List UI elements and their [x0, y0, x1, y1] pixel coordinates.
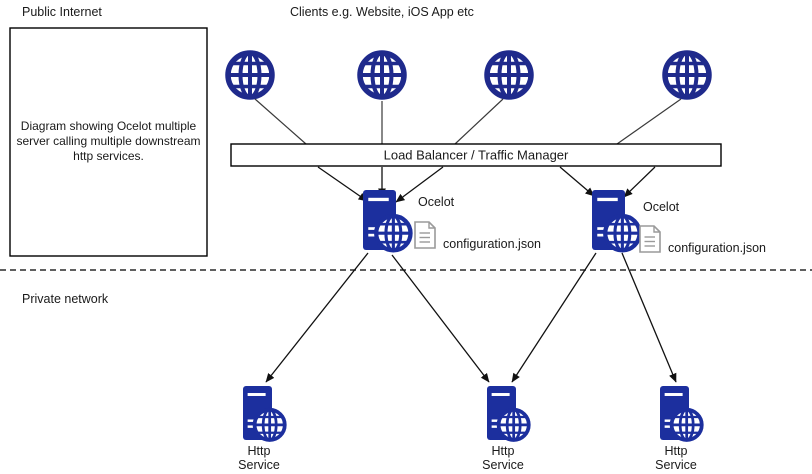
clients-layer: Clients e.g. Website, iOS App etc	[228, 5, 709, 97]
globe-icon	[665, 53, 709, 97]
server-globe-icon	[669, 407, 704, 442]
load-balancer-box[interactable]	[230, 143, 722, 167]
arrow-lb-ocelot1-right	[395, 166, 444, 203]
client-globe-3[interactable]	[487, 53, 531, 97]
configuration-file-label: configuration.json	[443, 237, 541, 251]
arrow-ocelot1-service1	[265, 252, 369, 383]
server-globe-icon	[496, 407, 531, 442]
http-service-label-line2: Service	[482, 458, 524, 472]
document-fold	[653, 226, 660, 233]
http-service-2[interactable]	[487, 386, 531, 442]
globe-icon	[360, 53, 404, 97]
globe-icon	[487, 53, 531, 97]
arrow-lb-ocelot2-left	[559, 166, 595, 197]
private-network-label: Private network	[22, 292, 109, 306]
document-fold	[428, 222, 435, 229]
clients-section-label: Clients e.g. Website, iOS App etc	[290, 5, 474, 19]
description-line: Diagram showing Ocelot multiple	[21, 119, 197, 133]
server-status-bar	[368, 197, 389, 202]
description-line: server calling multiple downstream	[16, 134, 200, 148]
http-service-label-line1: Http	[492, 444, 515, 458]
server-status-bar	[597, 197, 618, 202]
arrow-lb-ocelot1-left	[317, 166, 368, 202]
http-service-label-line2: Service	[238, 458, 280, 472]
server-status-bar	[664, 393, 683, 396]
link-client1-lb	[254, 98, 307, 145]
server-status-bar	[491, 393, 510, 396]
client-globe-2[interactable]	[360, 53, 404, 97]
http-service-label-line1: Http	[665, 444, 688, 458]
description-line: http services.	[73, 149, 144, 163]
connections-layer	[254, 98, 682, 383]
server-globe-icon	[376, 216, 410, 250]
configuration-file-ocelot-server-1[interactable]	[414, 221, 436, 249]
arrow-lb-ocelot2-right	[623, 166, 656, 198]
configuration-file-ocelot-server-2[interactable]	[639, 225, 661, 253]
document-icon	[639, 225, 661, 253]
configuration-file-label: configuration.json	[668, 241, 766, 255]
arrow-ocelot2-service3	[621, 252, 677, 383]
http-service-1[interactable]	[243, 386, 287, 442]
ocelot-server-1[interactable]	[363, 190, 411, 250]
http-service-label-line1: Http	[248, 444, 271, 458]
arrow-ocelot2-service1	[511, 252, 597, 383]
link-client3-lb	[454, 98, 504, 145]
arrow-ocelot1-service2	[391, 254, 490, 383]
document-icon	[414, 221, 436, 249]
load-balancer-node[interactable]: Load Balancer / Traffic Manager	[230, 143, 722, 167]
server-globe-icon	[252, 407, 287, 442]
ocelot-label: Ocelot	[643, 200, 680, 214]
server-status-bar	[247, 393, 266, 396]
ocelot-label: Ocelot	[418, 195, 455, 209]
load-balancer-label: Load Balancer / Traffic Manager	[384, 148, 569, 163]
http-service-label-line2: Service	[655, 458, 697, 472]
public-internet-label: Public Internet	[22, 5, 102, 19]
client-globe-1[interactable]	[228, 53, 272, 97]
link-client4-lb	[616, 98, 682, 145]
client-globe-4[interactable]	[665, 53, 709, 97]
http-service-3[interactable]	[660, 386, 704, 442]
ocelot-server-2[interactable]	[592, 190, 640, 250]
server-globe-icon	[605, 216, 639, 250]
description-box-outline	[9, 27, 208, 257]
ocelot-nodes-layer: Ocelot configuration.json Ocelot configurat…	[363, 190, 766, 255]
globe-icon	[228, 53, 272, 97]
zone-layer: Public Internet Private network	[0, 5, 812, 306]
